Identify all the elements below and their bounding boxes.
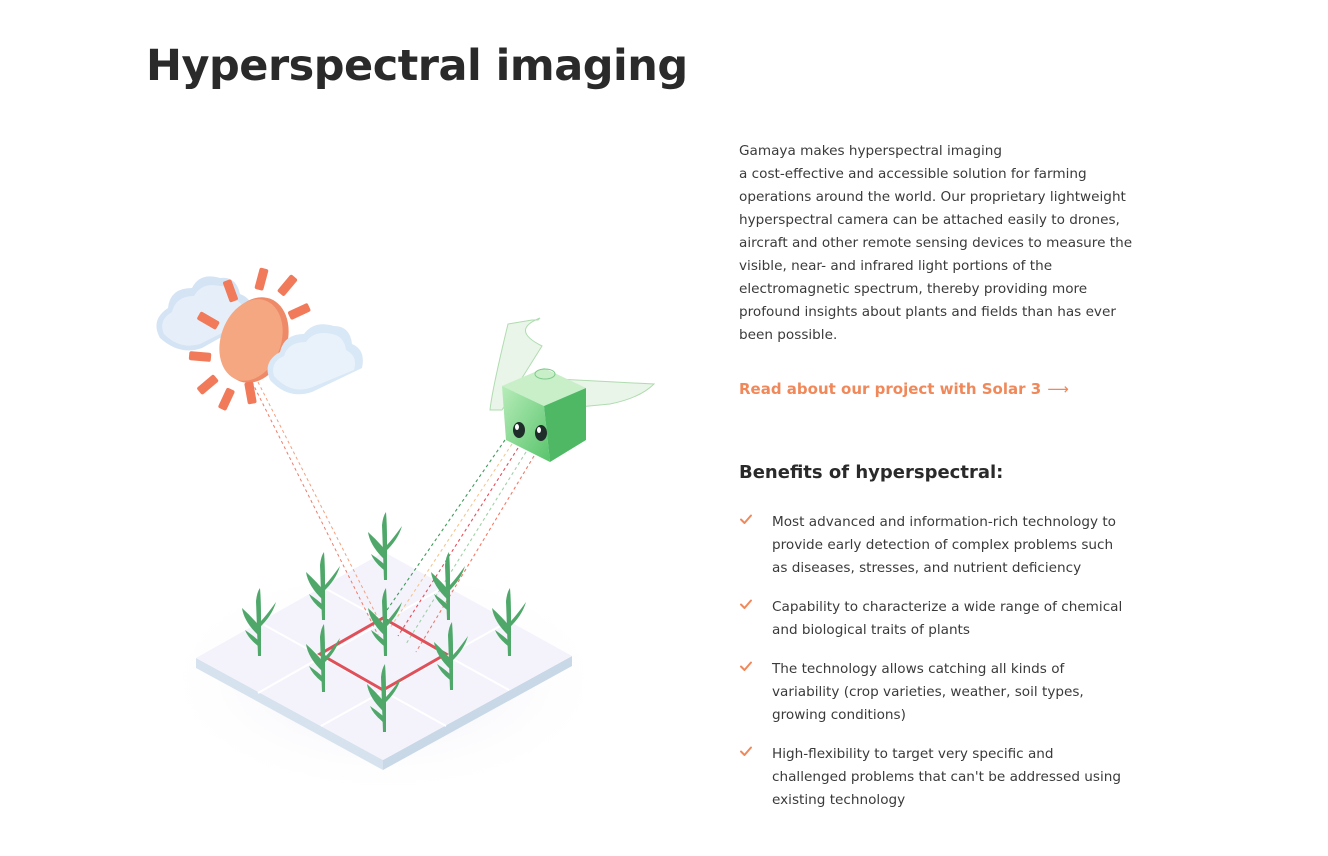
check-icon	[740, 661, 752, 671]
check-icon	[740, 746, 752, 756]
hyperspectral-illustration	[155, 267, 656, 800]
camera-spectral-rays	[379, 439, 535, 653]
plant	[434, 622, 468, 690]
benefits-heading: Benefits of hyperspectral:	[739, 462, 1004, 483]
sun-light-rays	[251, 381, 386, 636]
field-tile-edge-left	[196, 658, 383, 770]
solar-project-link-label: Read about our project with Solar 3	[739, 380, 1042, 398]
plant	[368, 588, 402, 656]
list-item: Most advanced and information-rich techn…	[739, 511, 1179, 580]
list-item: The technology allows catching all kinds…	[739, 658, 1179, 727]
arrow-right-icon: ⟶	[1047, 380, 1069, 398]
plant	[367, 664, 401, 732]
check-icon	[740, 514, 752, 524]
benefit-text: The technology allows catching all kinds…	[772, 661, 1084, 723]
benefit-text: High-flexibility to target very specific…	[772, 746, 1122, 808]
plant	[368, 512, 402, 580]
plant	[492, 588, 526, 656]
list-item: High-flexibility to target very specific…	[739, 743, 1179, 812]
camera-lens-left	[513, 422, 525, 438]
content-column: Gamaya makes hyperspectral imaging a cos…	[739, 140, 1179, 828]
crop-plants	[242, 512, 526, 732]
check-icon	[740, 599, 752, 609]
field-tile-edge-right	[383, 656, 572, 770]
plant	[431, 552, 465, 620]
list-item: Capability to characterize a wide range …	[739, 596, 1179, 642]
plant	[306, 624, 340, 692]
intro-paragraph: Gamaya makes hyperspectral imaging a cos…	[739, 143, 1133, 343]
benefit-text: Capability to characterize a wide range …	[772, 599, 1123, 638]
hyperspectral-camera-icon	[489, 317, 656, 462]
page-title: Hyperspectral imaging	[146, 41, 688, 91]
benefit-text: Most advanced and information-rich techn…	[772, 514, 1116, 576]
cloud-right-icon	[267, 324, 363, 395]
plant	[306, 552, 340, 620]
camera-lens-right	[535, 425, 547, 441]
solar-project-link[interactable]: Read about our project with Solar 3 ⟶	[739, 378, 1069, 400]
benefits-list: Most advanced and information-rich techn…	[739, 511, 1179, 812]
plant	[242, 588, 276, 656]
